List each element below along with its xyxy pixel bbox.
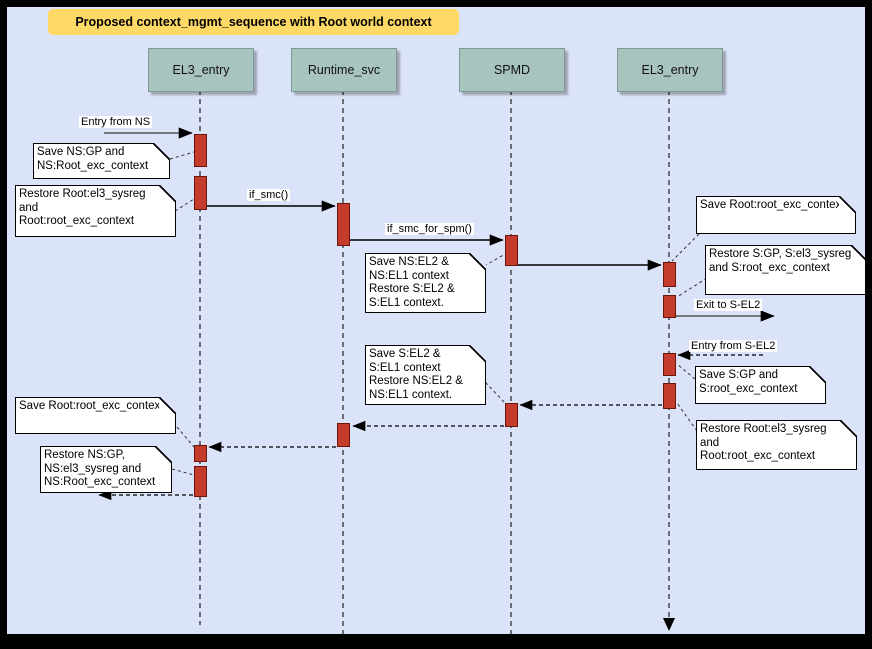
activation-bar [194,445,207,462]
dashed-messages [98,349,763,501]
note-connector [676,402,698,432]
message-label-entry-from-ns: Entry from NS [79,116,153,128]
diagram-connectors [98,90,775,634]
note-save-ns-el2: Save NS:EL2 & NS:EL1 context Restore S:E… [365,253,486,313]
note-save-root-exc-left: Save Root:root_exc_context [15,397,176,434]
message-label-if-smc: if_smc() [247,189,291,201]
participant-label: EL3_entry [641,63,699,77]
participant-el3-entry-2: EL3_entry [617,48,723,92]
lifeline-end-arrow-icon [663,618,675,631]
note-save-s-el2: Save S:EL2 & S:EL1 context Restore NS:EL… [365,345,486,405]
activation-bar [194,176,207,210]
participant-spmd: SPMD [459,48,565,92]
activation-bar [663,295,676,318]
note-connector [671,233,700,262]
activation-bar [663,353,676,376]
activation-bar [194,466,207,497]
activation-bar [194,134,207,167]
note-connector [676,363,696,380]
activation-bar [337,423,350,447]
message-label-if-smc-for-spm: if_smc_for_spm() [385,223,474,235]
activation-bar [505,235,518,266]
activation-bar [663,262,676,287]
activation-bar [663,383,676,409]
note-restore-root-sysreg-left: Restore Root:el3_sysreg and Root:root_ex… [15,185,176,237]
participant-label: EL3_entry [172,63,230,77]
participant-label: Runtime_svc [307,63,381,77]
note-connector [478,253,506,270]
note-save-root-exc-right: Save Root:root_exc_context [696,196,856,234]
note-connector [676,277,708,298]
participant-label: SPMD [493,63,531,77]
participant-el3-entry-1: EL3_entry [148,48,254,92]
note-connector [174,198,195,212]
note-connector [169,151,195,160]
note-restore-root-sysreg-right: Restore Root:el3_sysreg and Root:root_ex… [696,420,857,470]
participant-runtime-svc: Runtime_svc [291,48,397,92]
note-restore-ns-gp: Restore NS:GP, NS:el3_sysreg and NS:Root… [40,446,172,493]
message-label-entry-from-s-el2: Entry from S-EL2 [689,340,778,352]
message-label-exit-to-s-el2: Exit to S-EL2 [694,299,763,311]
activation-bar [505,403,518,427]
note-save-s-gp: Save S:GP and S:root_exc_context [695,366,826,404]
sequence-diagram-canvas: Proposed context_mgmt_sequence with Root… [7,7,865,634]
activation-bar [337,203,350,246]
note-connector [176,426,195,448]
diagram-title: Proposed context_mgmt_sequence with Root… [48,9,459,35]
note-restore-s-gp: Restore S:GP, S:el3_sysreg and S:root_ex… [705,245,865,295]
solid-messages [104,127,775,322]
note-connector [171,468,195,476]
note-save-ns-gp: Save NS:GP and NS:Root_exc_context [33,143,170,179]
